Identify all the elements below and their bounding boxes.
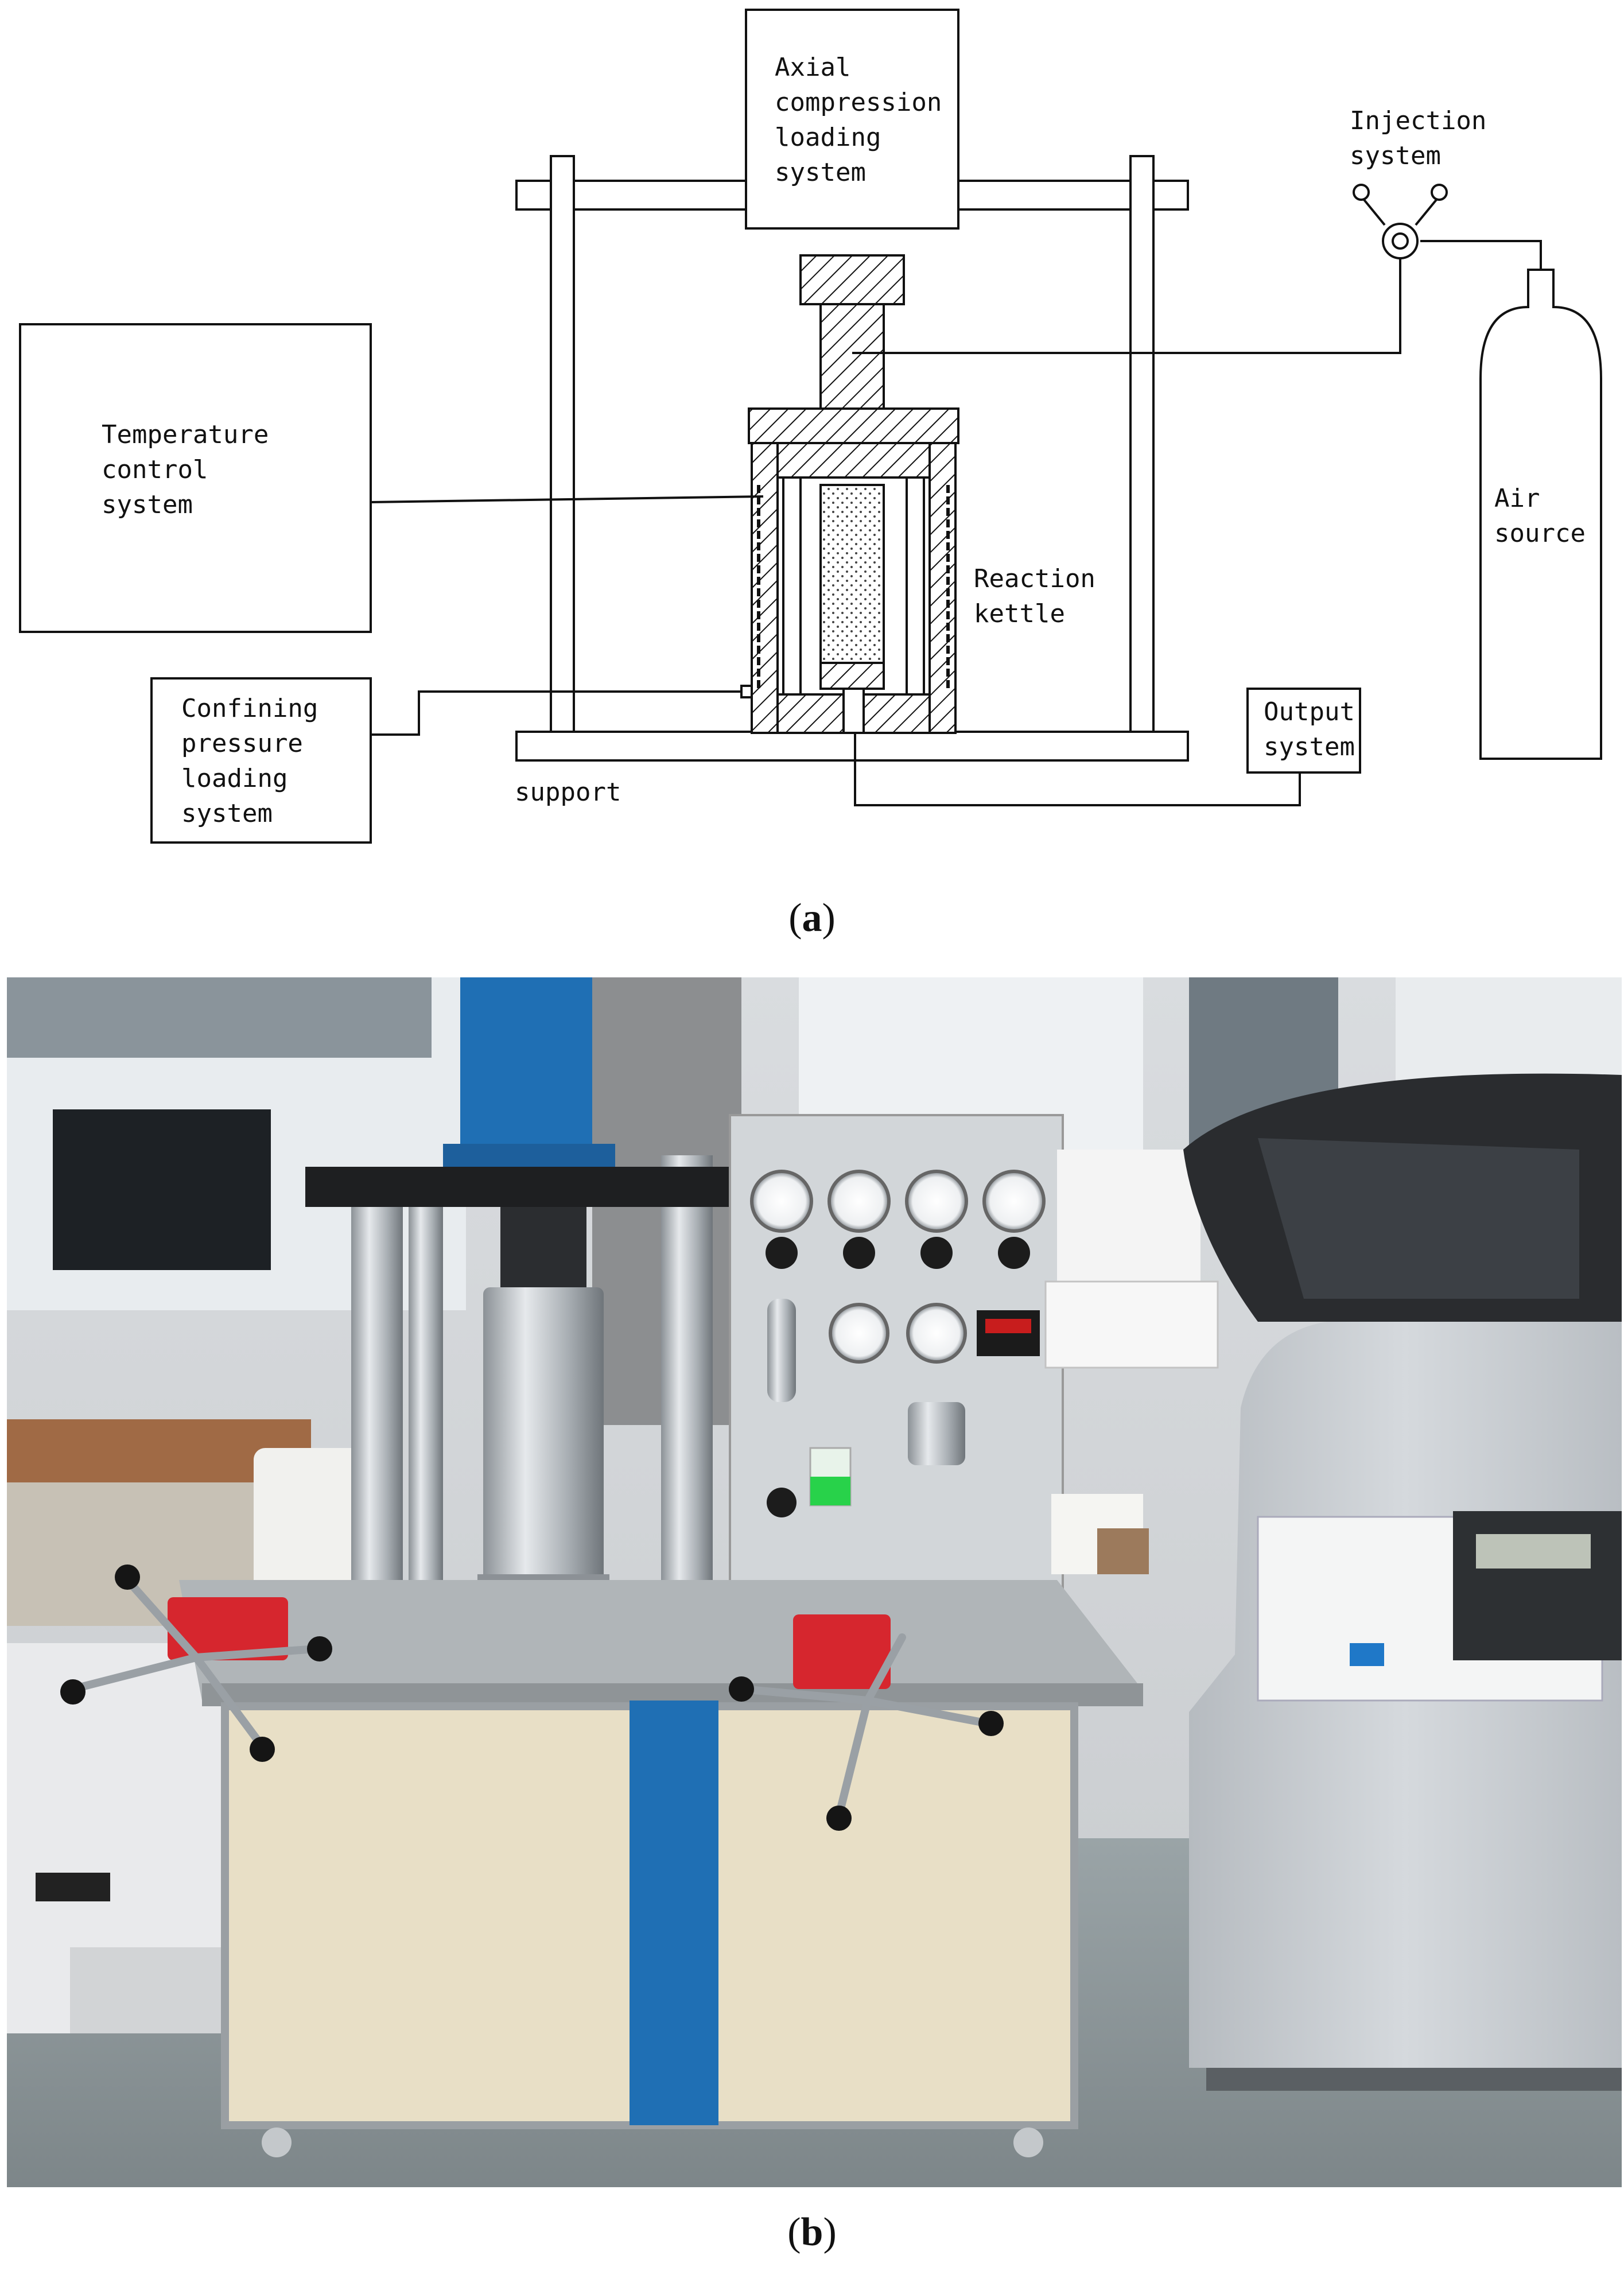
temperature-control-label: Temperature control system: [102, 420, 269, 519]
injection-valve: [1353, 184, 1448, 259]
support-frame: [515, 155, 1189, 762]
connection-lines: [370, 195, 1542, 806]
support-label: support: [515, 778, 621, 807]
schematic-diagram: Axial compression loading system Tempera…: [0, 0, 1624, 849]
reaction-kettle-label: Reaction kettle: [974, 564, 1095, 628]
air-source-cylinder: [1479, 269, 1602, 760]
pressure-gauges: [750, 1170, 1046, 1364]
axial-compression-box: Axial compression loading system: [745, 9, 959, 230]
apparatus-illustration: [7, 977, 1622, 2187]
reaction-kettle-drawing: [748, 407, 959, 734]
axial-compression-label: Axial compression loading system: [775, 53, 942, 187]
air-source-label: Air source: [1494, 484, 1586, 548]
temperature-control-box: Temperature control system: [19, 323, 372, 633]
output-system-label: Output system: [1264, 697, 1355, 762]
injection-system-label: Injection system: [1350, 106, 1487, 170]
output-system-box: Output system: [1246, 688, 1361, 774]
confining-pressure-label: Confining pressure loading system: [181, 694, 318, 828]
apparatus-photo: [7, 977, 1622, 2187]
caption-a: (a): [788, 896, 836, 940]
caption-b: (b): [787, 2210, 837, 2254]
confining-pressure-box: Confining pressure loading system: [150, 677, 372, 844]
schematic-drawing: [370, 155, 1602, 806]
